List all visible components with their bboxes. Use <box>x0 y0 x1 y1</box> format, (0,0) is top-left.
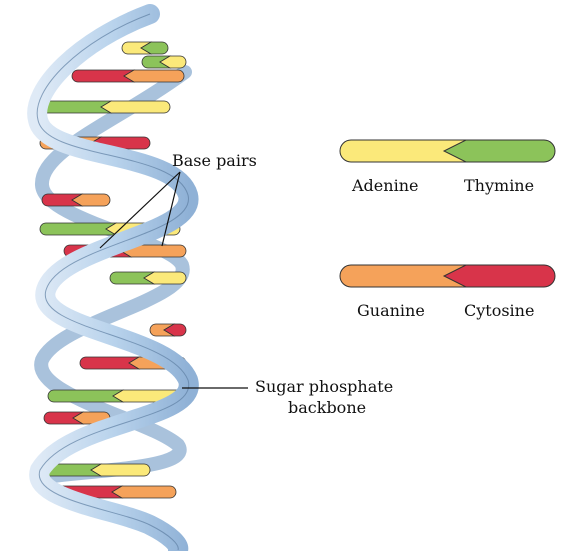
base-pairs-leader-line-1 <box>99 171 181 249</box>
leader-lines <box>99 171 248 389</box>
legend-adenine-thymine: Adenine Thymine <box>339 139 556 195</box>
backbone-strand-front <box>27 4 199 551</box>
legend: Adenine Thymine Guanine Cytosine <box>339 139 556 320</box>
base-pair-rung <box>41 193 111 207</box>
legend-adenine-label: Adenine <box>351 176 418 195</box>
base-left-segment <box>47 389 125 403</box>
base-right-segment <box>143 271 187 285</box>
base-pair-rung <box>39 463 151 477</box>
base-pair-rung <box>121 41 169 55</box>
base-right-segment <box>140 41 169 55</box>
base-pairs-leader-line-2 <box>161 171 181 247</box>
base-pair-rung <box>39 100 171 114</box>
base-left-segment <box>39 222 118 236</box>
backbone-strand-front-edge <box>36 13 190 551</box>
backbone-strand-back-path <box>33 65 192 485</box>
base-pair-rung <box>71 69 185 83</box>
legend-cytosine-bar <box>442 264 556 288</box>
backbone-strand-back <box>33 65 192 485</box>
base-right-segment <box>100 100 171 114</box>
base-right-segment <box>159 55 187 69</box>
base-right-segment <box>90 463 151 477</box>
legend-thymine-bar <box>442 139 556 163</box>
base-pairs-label: Base pairs <box>172 151 257 170</box>
base-right-segment <box>71 193 111 207</box>
base-right-segment <box>120 244 187 258</box>
legend-cytosine-label: Cytosine <box>464 301 534 320</box>
base-pair-rung <box>149 323 187 337</box>
legend-guanine-cytosine: Guanine Cytosine <box>339 264 556 320</box>
base-pair-rung <box>109 271 187 285</box>
legend-guanine-label: Guanine <box>357 301 425 320</box>
backbone-label-line2: backbone <box>288 398 366 417</box>
backbone-label-line1: Sugar phosphate <box>255 377 393 396</box>
legend-thymine-label: Thymine <box>464 176 534 195</box>
base-right-segment <box>163 323 187 337</box>
base-pair-rung <box>141 55 187 69</box>
base-right-segment <box>123 69 185 83</box>
base-right-segment <box>111 485 177 499</box>
